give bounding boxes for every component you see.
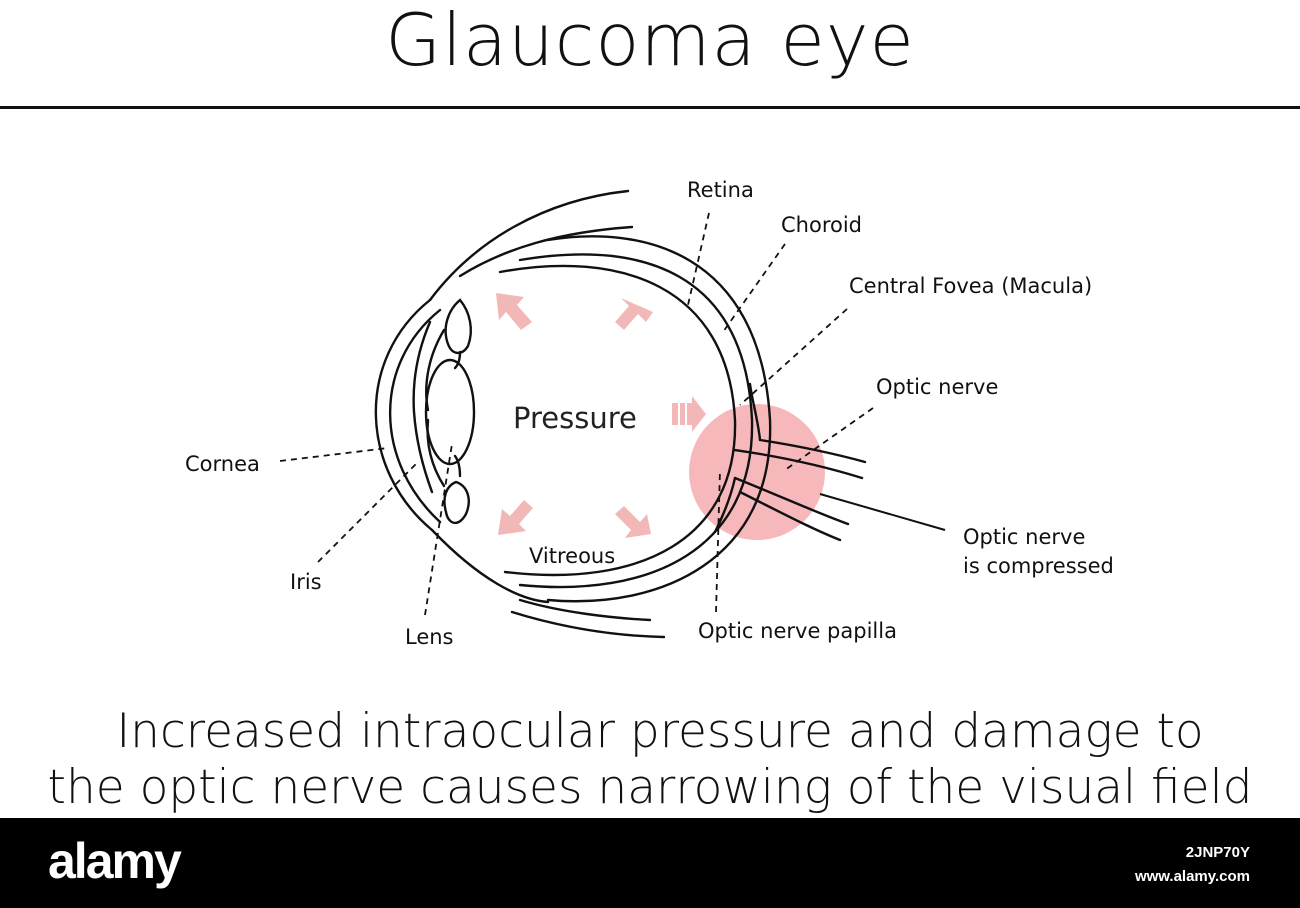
pressure-arrow-up-right <box>615 298 653 330</box>
eye-outline <box>374 189 867 639</box>
cornea-mid <box>389 308 442 524</box>
optic-nerve-sheath-bottom <box>738 490 842 542</box>
iris-upper <box>444 298 472 355</box>
pressure-arrow-down-right <box>615 506 651 538</box>
label-optic-nerve: Optic nerve <box>876 375 998 399</box>
label-optic-nerve-compressed-2: is compressed <box>963 554 1114 578</box>
pressure-arrow-down-left <box>498 500 533 535</box>
leader-optic-nerve <box>784 407 874 471</box>
compression-zone <box>689 404 825 540</box>
label-central-fovea: Central Fovea (Macula) <box>849 274 1092 298</box>
page-title: Glaucoma eye <box>385 0 915 82</box>
label-cornea: Cornea <box>185 452 260 476</box>
leader-cornea <box>279 447 389 462</box>
label-choroid: Choroid <box>781 213 862 237</box>
caption-line-1: Increased intraocular pressure and damag… <box>116 704 1204 759</box>
optic-nerve-fiber-2 <box>733 476 850 526</box>
iris-lower <box>443 480 470 524</box>
leader-lens <box>424 443 453 616</box>
sclera-inner <box>458 225 634 278</box>
pressure-arrow-right <box>672 396 706 432</box>
leader-central-fovea <box>739 308 848 406</box>
watermark-footer: alamy 2JNP70Y www.alamy.com <box>0 818 1300 908</box>
brand-logo: alamy <box>48 833 182 889</box>
label-vitreous: Vitreous <box>529 544 615 568</box>
leader-lines <box>279 212 874 616</box>
optic-nerve-sheath-top <box>758 438 867 464</box>
leader-papilla <box>715 469 721 613</box>
cornea-outer <box>374 298 434 532</box>
leader-iris <box>317 461 419 563</box>
label-lens: Lens <box>405 625 454 649</box>
label-retina: Retina <box>687 178 754 202</box>
title-divider <box>0 106 1300 109</box>
sclera-outer <box>428 189 630 302</box>
pressure-arrow-up-left <box>496 293 532 330</box>
caption-line-2: the optic nerve causes narrowing of the … <box>47 760 1253 815</box>
pressure-arrows <box>496 293 706 538</box>
label-optic-nerve-papilla: Optic nerve papilla <box>698 619 897 643</box>
lens-shape <box>424 358 476 466</box>
label-iris: Iris <box>290 570 322 594</box>
site-url: www.alamy.com <box>1134 868 1250 885</box>
label-pressure: Pressure <box>513 401 637 435</box>
image-id: 2JNP70Y <box>1185 844 1250 861</box>
pressure-arrow-stripes <box>678 403 687 425</box>
leader-retina <box>687 212 710 306</box>
leader-optic-nerve-compressed <box>819 493 946 531</box>
optic-nerve-fiber-1 <box>733 448 864 480</box>
label-optic-nerve-compressed-1: Optic nerve <box>963 525 1085 549</box>
leader-choroid <box>722 243 786 333</box>
